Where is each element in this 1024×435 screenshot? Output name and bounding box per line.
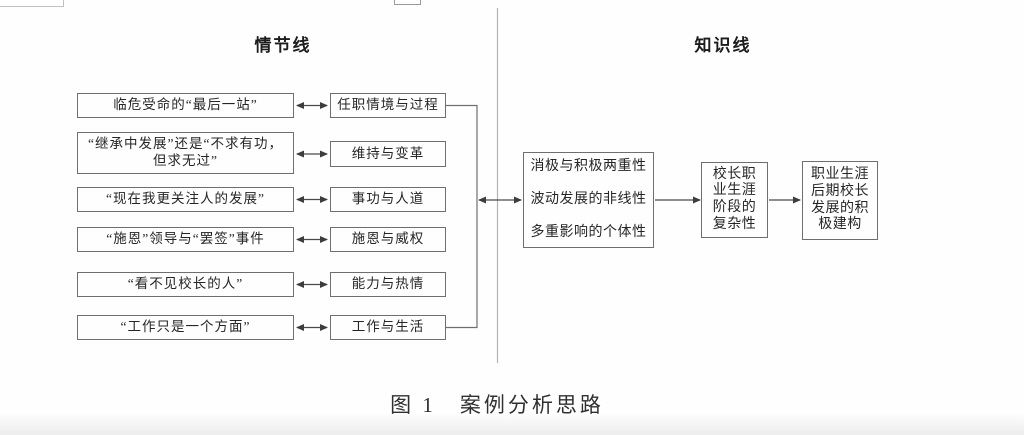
knowledge-box-positive-construction: 职业生涯 后期校长 发展的积 极建构 <box>802 161 878 240</box>
bracket-connector <box>446 104 478 329</box>
knowledge-line-header: 知识线 <box>694 36 752 55</box>
knowledge-box-career-stage-complexity: 校长职 业生涯 阶段的 复杂性 <box>701 162 768 238</box>
theme-box-4: 施恩与威权 <box>330 227 446 252</box>
cropped-box-fragment-top-center <box>394 0 421 5</box>
story-box-6: “工作只是一个方面” <box>77 315 294 340</box>
cropped-box-fragment-top-left <box>0 0 64 7</box>
story-box-3: “现在我更关注人的发展” <box>77 187 294 212</box>
theme-box-2: 维持与变革 <box>330 141 446 167</box>
knowledge-box-characteristics: 消极与积极两重性 波动发展的非线性 多重影响的个体性 <box>523 152 654 248</box>
story-box-1: 临危受命的“最后一站” <box>77 93 294 118</box>
plot-line-header: 情节线 <box>254 36 312 55</box>
story-box-5: “看不见校长的人” <box>77 272 294 297</box>
theme-box-3: 事功与人道 <box>330 187 446 212</box>
story-box-2: “继承中发展”还是“不求有功， 但求无过” <box>77 132 294 174</box>
theme-box-5: 能力与热情 <box>330 272 446 297</box>
story-box-4: “施恩”领导与“罢签”事件 <box>77 227 294 252</box>
theme-box-6: 工作与生活 <box>330 315 446 340</box>
figure-caption: 图 1 案例分析思路 <box>390 393 604 417</box>
theme-box-1: 任职情境与过程 <box>330 93 446 118</box>
